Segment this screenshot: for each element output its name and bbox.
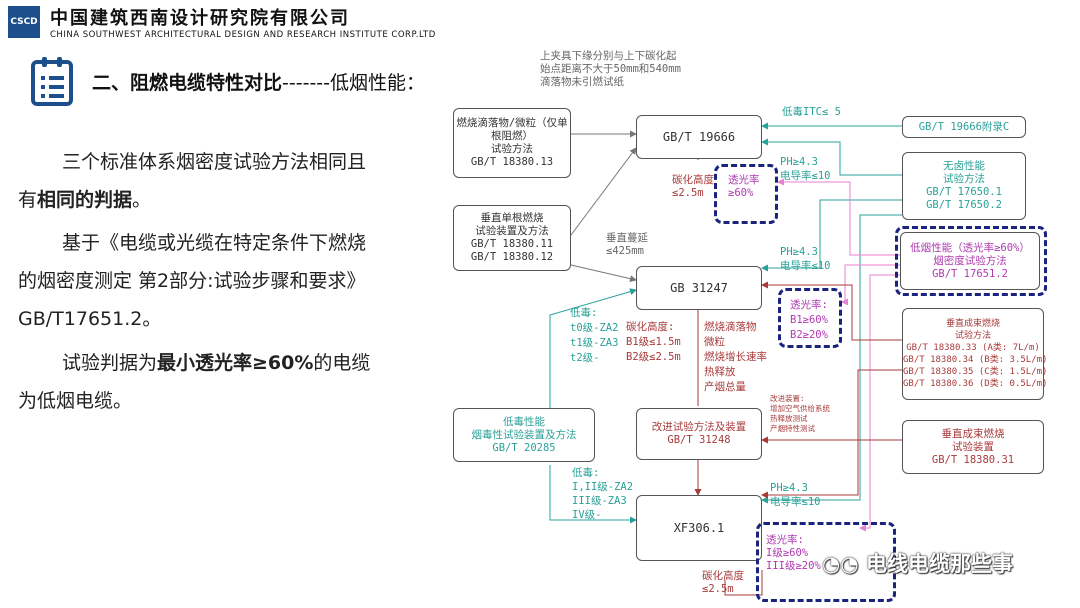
label-low-toxic-itc: 低毒ITC≤ 5 <box>782 106 841 118</box>
para1-line2: 有相同的判据。 <box>18 189 152 211</box>
label-cond-1: 电导率≤10 <box>780 170 831 182</box>
label-ph-3: PH≥4.3 <box>770 482 808 494</box>
para3-line1: 试验判据为最小透光率≥60%的电缆 <box>62 352 371 374</box>
para2-line1: 基于《电缆或光缆在特定条件下燃烧 <box>62 232 367 254</box>
label-char-3: 碳化高度≤2.5m <box>702 570 744 595</box>
wechat-icon: ◔◔ <box>822 552 866 576</box>
connector-lines <box>549 122 902 596</box>
box-appendix-c: GB/T 19666附录C <box>902 116 1026 138</box>
box-xf306: XF306.1 <box>636 495 762 561</box>
label-ph-2: PH≥4.3 <box>780 246 818 258</box>
title-rest: -------低烟性能： <box>282 72 426 94</box>
highlight-low-smoke <box>895 226 1047 296</box>
label-vertical-spread: 垂直蔓延≤425mm <box>606 232 648 257</box>
para3-line2: 为低烟电缆。 <box>18 390 133 412</box>
label-cond-2: 电导率≤10 <box>780 260 831 272</box>
label-trans-2: 透光率:B1≥60%B2≥20% <box>790 299 828 341</box>
label-cond-3: 电导率≤10 <box>770 496 821 508</box>
label-ph-1: PH≥4.3 <box>780 156 818 168</box>
para2-line3: GB/T17651.2。 <box>18 308 162 330</box>
clipboard-icon <box>31 57 73 106</box>
watermark: ◔◔ 电线电缆那些事 <box>822 552 1013 576</box>
label-improve-note: 改进装置:增加空气供给系统热释放测试产烟特性测试 <box>770 394 830 433</box>
company-logo: CSCD <box>8 6 40 38</box>
highlight-trans-3 <box>756 522 896 602</box>
label-burn-props: 燃烧滴落物微粒燃烧增长速率热释放产烟总量 <box>704 321 767 393</box>
label-char-1: 碳化高度≤2.5m <box>672 174 714 199</box>
company-name-en: CHINA SOUTHWEST ARCHITECTURAL DESIGN AND… <box>50 30 436 40</box>
highlight-trans-1 <box>714 164 778 224</box>
box-gb31247: GB 31247 <box>636 266 762 310</box>
para1-line1: 三个标准体系烟密度试验方法相同且 <box>62 151 367 173</box>
page-title: 二、阻燃电缆特性对比-------低烟性能： <box>92 68 425 95</box>
label-trans-3: 透光率:I级≥60%III级≥20% <box>766 534 821 572</box>
box-gbt19666: GB/T 19666 <box>636 115 762 159</box>
label-trans-1: 透光率≥60% <box>728 174 760 199</box>
highlight-trans-2 <box>778 288 842 348</box>
company-name-cn: 中国建筑西南设计研究院有限公司 <box>50 8 350 29</box>
title-bold: 二、阻燃电缆特性对比 <box>92 72 283 94</box>
para2-line2: 的烟密度测定 第2部分:试验步骤和要求》 <box>18 270 366 292</box>
